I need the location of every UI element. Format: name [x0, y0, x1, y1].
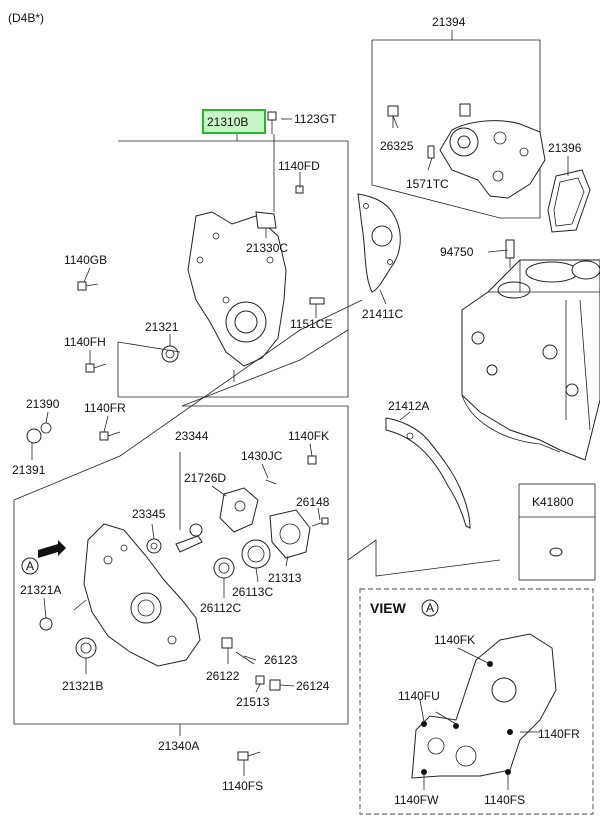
label-1140fh[interactable]: 1140FH [64, 335, 106, 349]
water-pump-frame [371, 39, 541, 219]
bolt-1123gt [267, 111, 277, 134]
upper-frame [117, 140, 349, 398]
label-1140gb[interactable]: 1140GB [64, 253, 107, 267]
leader-lines [31, 30, 569, 790]
seal-21321a [39, 617, 53, 631]
engine-block [461, 259, 600, 461]
label-21321[interactable]: 21321 [145, 320, 179, 334]
bolt-1140fd [295, 185, 304, 194]
view-a-labels: VIEW A 1140FK 1140FU 1140FR 1140FW 1140F… [370, 599, 580, 807]
label-21390[interactable]: 21390 [26, 397, 60, 411]
oil-pump-housing-21340a [73, 523, 201, 667]
label-21396[interactable]: 21396 [548, 141, 582, 155]
label-26113c[interactable]: 26113C [232, 585, 273, 599]
bolt-1140gb [77, 281, 99, 291]
seal-21321b [75, 637, 97, 659]
spring-26123 [235, 651, 255, 665]
label-21340a[interactable]: 21340A [158, 739, 199, 753]
bolt-1571tc [427, 145, 435, 159]
label-21726d[interactable]: 21726D [184, 471, 226, 485]
label-1140fk[interactable]: 1140FK [288, 429, 329, 443]
label-26112c[interactable]: 26112C [200, 601, 241, 615]
view-label-1140fw[interactable]: 1140FW [394, 793, 439, 807]
view-a-drawing [411, 633, 557, 779]
plug-21391 [26, 428, 42, 444]
engine-code: (D4B*) [8, 11, 44, 25]
labels: (D4B*) 21394 21310B 1123GT 26325 1571TC … [8, 11, 582, 793]
label-21310b[interactable]: 21310B [207, 115, 248, 129]
sensor-94750 [505, 239, 515, 268]
fitting-21513 [255, 675, 265, 685]
water-pump-gasket-21396 [547, 169, 591, 233]
cover-21313 [269, 509, 311, 559]
view-label-1140fs[interactable]: 1140FS [484, 793, 525, 807]
label-1571tc[interactable]: 1571TC [406, 177, 449, 191]
label-23344[interactable]: 23344 [175, 429, 209, 443]
label-1151ce[interactable]: 1151CE [290, 317, 332, 331]
lower-frame [13, 405, 349, 725]
label-23345[interactable]: 23345 [132, 507, 166, 521]
timing-cover-upper [187, 211, 287, 382]
label-1140fs[interactable]: 1140FS [222, 779, 263, 793]
label-k41800[interactable]: K41800 [532, 495, 574, 509]
label-21313[interactable]: 21313 [268, 571, 302, 585]
plug-26122 [221, 637, 233, 649]
view-a-arrow: A [21, 540, 66, 575]
label-21513[interactable]: 21513 [236, 695, 270, 709]
bolt-1140fh [85, 363, 107, 373]
view-title: VIEW [370, 600, 407, 616]
bolt-1140fr [99, 431, 121, 441]
label-94750[interactable]: 94750 [440, 245, 474, 259]
plug-26124 [269, 679, 281, 691]
label-26123[interactable]: 26123 [264, 653, 298, 667]
view-marker: A [426, 601, 434, 615]
label-21330c[interactable]: 21330C [246, 241, 288, 255]
label-1140fr[interactable]: 1140FR [84, 401, 126, 415]
label-21411c[interactable]: 21411C [362, 307, 403, 321]
label-1430jc[interactable]: 1430JC [241, 449, 283, 463]
label-21412a[interactable]: 21412A [388, 399, 429, 413]
bolt-1140fs [237, 751, 261, 761]
bolt-1140fk [307, 455, 317, 465]
view-label-1140fk[interactable]: 1140FK [434, 633, 475, 647]
highlight-21310b [202, 109, 266, 134]
view-label-1140fu[interactable]: 1140FU [398, 689, 440, 703]
label-1123gt[interactable]: 1123GT [294, 112, 337, 126]
bolt-1151ce [309, 297, 325, 305]
seal-21321 [161, 345, 179, 363]
label-26122[interactable]: 26122 [206, 669, 240, 683]
shaft-23344 [175, 523, 203, 553]
gasket-21411c [357, 193, 401, 293]
water-pump [439, 103, 546, 199]
label-21321a[interactable]: 21321A [20, 583, 61, 597]
nut-23345 [146, 538, 162, 554]
label-26148[interactable]: 26148 [296, 495, 330, 509]
label-21394[interactable]: 21394 [432, 15, 466, 29]
k41800-box [518, 483, 596, 581]
label-21391[interactable]: 21391 [12, 463, 46, 477]
gasket-21412a [385, 417, 471, 529]
label-21321b[interactable]: 21321B [62, 679, 103, 693]
bolt-26148 [311, 517, 329, 527]
k41800-clip [549, 547, 563, 557]
bracket-21330c [255, 211, 277, 229]
label-1140fd[interactable]: 1140FD [278, 159, 320, 173]
gear-26113c [241, 539, 271, 569]
gear-21726d [219, 487, 259, 533]
view-marker-label: A [26, 559, 34, 573]
pin-1430jc [265, 479, 277, 485]
gear-26112c [213, 557, 235, 579]
view-a-frame [359, 588, 594, 815]
oring-21390 [40, 422, 52, 434]
label-26124[interactable]: 26124 [296, 679, 330, 693]
label-26325[interactable]: 26325 [380, 139, 414, 153]
view-label-1140fr[interactable]: 1140FR [538, 727, 580, 741]
